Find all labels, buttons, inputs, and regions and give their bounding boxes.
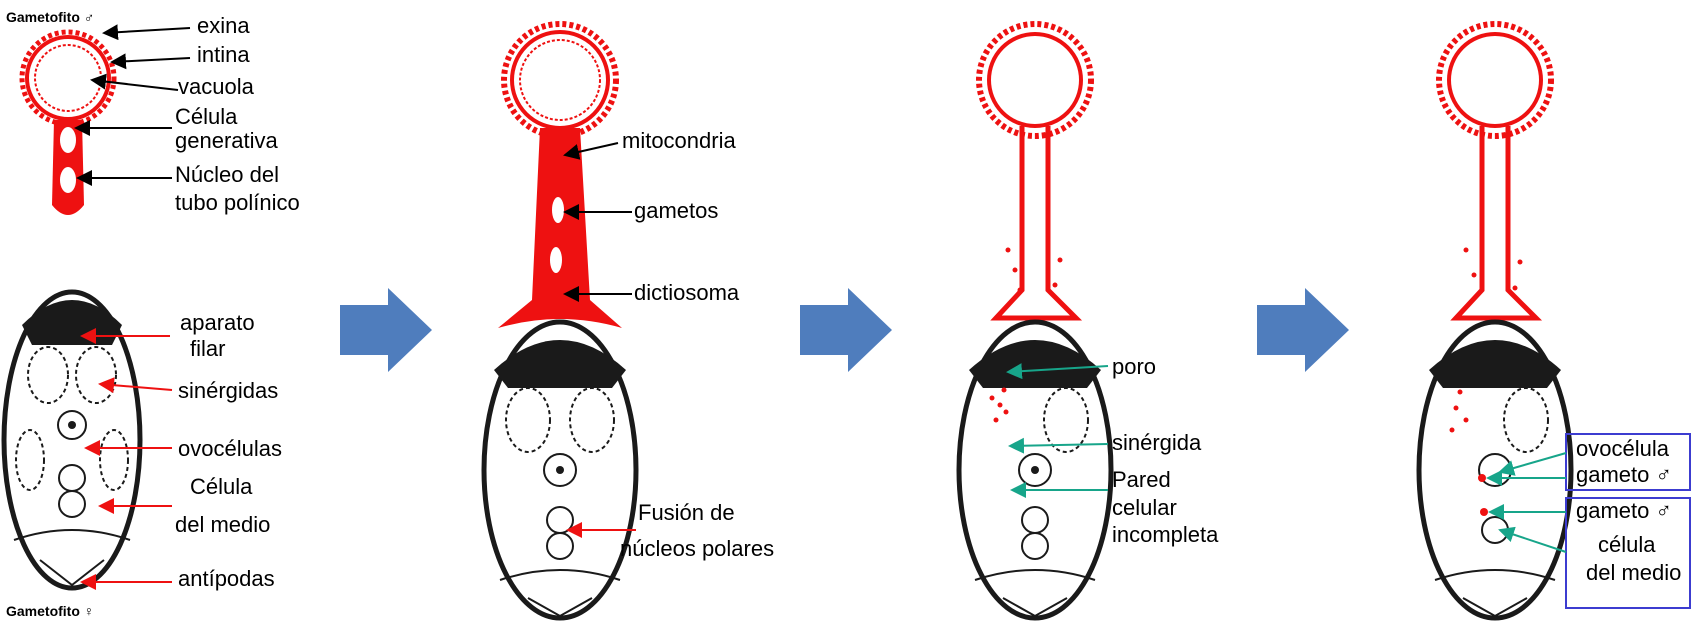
label-celula-medio-1: Célula	[190, 474, 253, 499]
pollen-grain	[22, 32, 114, 215]
label-ovocelula: ovocélula	[1576, 436, 1670, 461]
label-incompleta: incompleta	[1112, 522, 1219, 547]
pointer-exina	[104, 28, 190, 33]
label-celula: célula	[1598, 532, 1656, 557]
label-tubo: tubo polínico	[175, 190, 300, 215]
label-vacuola: vacuola	[178, 74, 255, 99]
title-male-gametophyte: Gametofito ♂	[6, 9, 94, 25]
label-fusion-2: núcleos polares	[620, 536, 774, 561]
label-intina: intina	[197, 42, 250, 67]
label-gameto-1: gameto ♂	[1576, 462, 1672, 487]
transition-arrow-1	[340, 288, 432, 372]
label-celular: celular	[1112, 495, 1177, 520]
label-mitocondria: mitocondria	[622, 128, 736, 153]
label-dictiosoma: dictiosoma	[634, 280, 740, 305]
pointer-vacuola	[92, 80, 178, 90]
label-poro: poro	[1112, 354, 1156, 379]
label-filar: filar	[190, 336, 225, 361]
label-aparato: aparato	[180, 310, 255, 335]
transition-arrow-3	[1257, 288, 1349, 372]
label-antipodas: antípodas	[178, 566, 275, 591]
panel-2-pollen-tube-growth: mitocondria gametos dictiosoma Fusión de…	[484, 24, 774, 618]
label-fusion-1: Fusión de	[638, 500, 735, 525]
panel-3-pore-entry: poro sinérgida Pared celular incompleta	[959, 24, 1219, 618]
label-ovocelulas: ovocélulas	[178, 436, 282, 461]
label-generativa: generativa	[175, 128, 279, 153]
label-celula-medio-2: del medio	[175, 512, 270, 537]
panel-1-initial: Gametofito ♂ Gametofito ♀ exina intina v…	[4, 9, 300, 619]
label-gametos: gametos	[634, 198, 718, 223]
pointer-intina	[112, 58, 190, 62]
title-female-gametophyte: Gametofito ♀	[6, 603, 94, 619]
label-del-medio: del medio	[1586, 560, 1681, 585]
label-nucleo: Núcleo del	[175, 162, 279, 187]
label-pared: Pared	[1112, 467, 1171, 492]
label-gameto-2: gameto ♂	[1576, 498, 1672, 523]
panel-4-double-fertilization: ovocélula gameto ♂ gameto ♂ célula del m…	[1419, 24, 1690, 618]
label-celula: Célula	[175, 104, 238, 129]
label-sinergidas: sinérgidas	[178, 378, 278, 403]
label-sinergida: sinérgida	[1112, 430, 1202, 455]
transition-arrow-2	[800, 288, 892, 372]
label-exina: exina	[197, 13, 250, 38]
